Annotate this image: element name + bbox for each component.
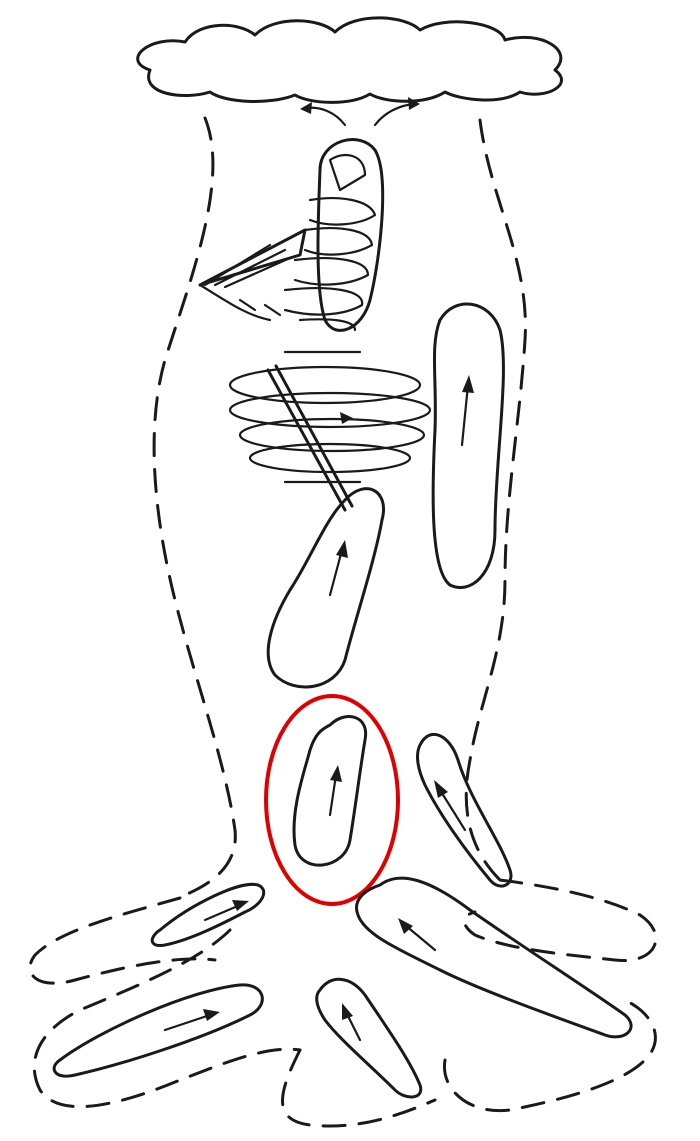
inflow-cell-bottom: [317, 979, 421, 1097]
inflow-cell-right: [418, 734, 511, 886]
updraft-cell-right: [433, 304, 503, 588]
highlighted-cell: [266, 696, 398, 904]
cloud-icon: [138, 18, 562, 103]
whirlwind-icon: [200, 140, 383, 331]
spiral-rings: [230, 352, 430, 510]
updraft-cell-middle: [268, 489, 383, 687]
inflow-boundaries: [30, 880, 656, 1126]
inflow-cell-left-upper: [152, 884, 264, 945]
